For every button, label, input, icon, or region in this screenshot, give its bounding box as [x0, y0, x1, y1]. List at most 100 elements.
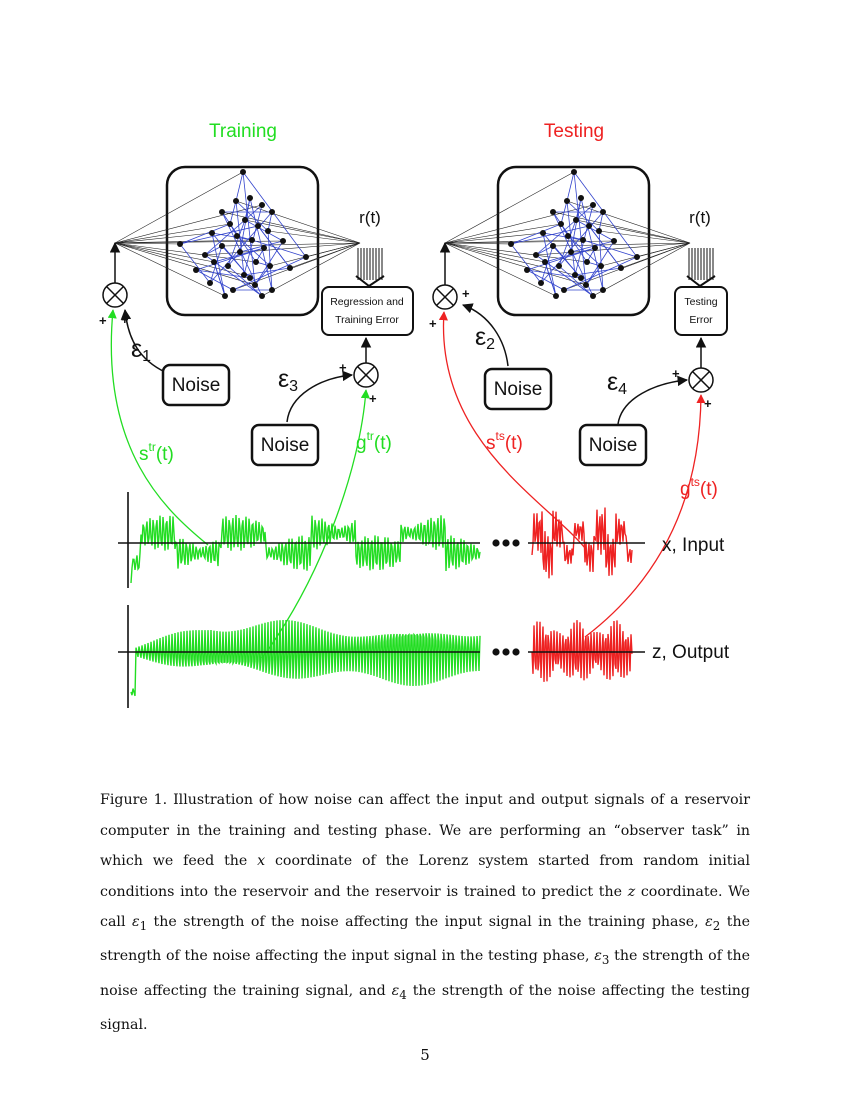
- training-input-sum-node: [102, 282, 128, 308]
- reservoir-node: [550, 243, 556, 249]
- plus-sign: +: [369, 391, 377, 406]
- reservoir-node: [234, 233, 240, 239]
- plus-sign: +: [121, 312, 129, 327]
- reservoir-node: [219, 243, 225, 249]
- testing-rt-label: r(t): [689, 208, 711, 227]
- reservoir-node: [211, 259, 217, 265]
- regression-box-line1: Regression and: [330, 296, 404, 308]
- reservoir-node: [550, 209, 556, 215]
- time-series-traces: [130, 507, 633, 697]
- epsilon-3-label: ε3: [278, 365, 298, 395]
- training-reservoir-network: [114, 169, 361, 299]
- z-output-testing-trace: [531, 620, 633, 682]
- reservoir-node: [225, 263, 231, 269]
- reservoir-node: [556, 263, 562, 269]
- noise-label: Noise: [261, 435, 310, 456]
- reservoir-node: [600, 209, 606, 215]
- testing-output-sum-node: [688, 367, 714, 393]
- time-series-axes: [118, 492, 645, 708]
- reservoir-node: [590, 293, 596, 299]
- ellipsis-dots: [492, 539, 520, 656]
- reservoir-node: [269, 287, 275, 293]
- noise-label: Noise: [172, 375, 221, 396]
- reservoir-node: [265, 228, 271, 234]
- reservoir-node: [586, 223, 592, 229]
- testing-title: Testing: [544, 121, 604, 142]
- reservoir-node: [269, 209, 275, 215]
- reservoir-node: [533, 252, 539, 258]
- testing-error-box: [674, 286, 728, 336]
- reservoir-edges: [179, 171, 307, 297]
- noise-box-3: Noise: [250, 423, 320, 467]
- reservoir-node: [561, 287, 567, 293]
- testing-error-line1: Testing: [684, 296, 717, 308]
- reservoir-nodes: [177, 169, 309, 299]
- training-title: Training: [209, 121, 277, 142]
- regression-box-line2: Training Error: [335, 314, 399, 326]
- reservoir-node: [508, 241, 514, 247]
- reservoir-node: [584, 259, 590, 265]
- reservoir-node: [592, 245, 598, 251]
- reservoir-node: [259, 202, 265, 208]
- plus-sign: +: [462, 286, 470, 301]
- reservoir-node: [222, 293, 228, 299]
- plus-sign: +: [429, 316, 437, 331]
- reservoir-node: [596, 228, 602, 234]
- reservoir-node: [303, 254, 309, 260]
- reservoir-node: [580, 237, 586, 243]
- reservoir-node: [578, 275, 584, 281]
- reservoir-node: [558, 221, 564, 227]
- epsilon-2-label: ε2: [475, 323, 495, 353]
- reservoir-node: [230, 287, 236, 293]
- plus-sign: +: [339, 360, 347, 375]
- reservoir-node: [600, 287, 606, 293]
- noise-box-4: Noise: [578, 423, 648, 467]
- reservoir-node: [280, 238, 286, 244]
- reservoir-node: [253, 259, 259, 265]
- reservoir-node: [247, 275, 253, 281]
- s-tr-arrow: [107, 309, 209, 546]
- reservoir-nodes: [508, 169, 640, 299]
- reservoir-node: [241, 272, 247, 278]
- reservoir-node: [259, 293, 265, 299]
- reservoir-node: [247, 195, 253, 201]
- x-input-label: x, Input: [662, 535, 725, 556]
- testing-error-line2: Error: [689, 314, 713, 326]
- epsilon-4-label: ε4: [607, 368, 627, 398]
- noise-box-2: Noise: [483, 367, 553, 411]
- training-rt-label: r(t): [359, 208, 381, 227]
- s-tr-label: str(t): [139, 440, 174, 465]
- plus-sign: +: [99, 313, 107, 328]
- noise-label: Noise: [494, 379, 543, 400]
- figure-caption: Figure 1. Illustration of how noise can …: [100, 792, 751, 1033]
- s-ts-arrow: [438, 311, 586, 549]
- reservoir-node: [242, 217, 248, 223]
- noise-label: Noise: [589, 435, 638, 456]
- reservoir-node: [233, 198, 239, 204]
- reservoir-node: [255, 223, 261, 229]
- page-number: 5: [420, 1046, 430, 1064]
- noise-box-1: Noise: [161, 363, 231, 407]
- reservoir-node: [598, 263, 604, 269]
- z-output-training-trace: [130, 619, 481, 697]
- reservoir-node: [261, 245, 267, 251]
- reservoir-node: [252, 282, 258, 288]
- reservoir-node: [524, 267, 530, 273]
- reservoir-node: [540, 230, 546, 236]
- reservoir-node: [240, 169, 246, 175]
- x-input-training-trace: [130, 514, 481, 584]
- reservoir-node: [568, 249, 574, 255]
- reservoir-node: [565, 233, 571, 239]
- testing-reservoir-box: [496, 165, 651, 317]
- reservoir-node: [287, 265, 293, 271]
- reservoir-node: [227, 221, 233, 227]
- weight-lines: [444, 171, 691, 297]
- reservoir-node: [571, 169, 577, 175]
- s-ts-label: sts(t): [486, 429, 523, 454]
- testing-readout-arrows: [686, 248, 716, 288]
- reservoir-computer-figure: Training Testing r(t) r(t) Regression an…: [99, 121, 730, 708]
- g-ts-arrow: [584, 394, 706, 638]
- flow-arrows: [109, 241, 707, 425]
- reservoir-node: [634, 254, 640, 260]
- plus-sign: +: [672, 366, 680, 381]
